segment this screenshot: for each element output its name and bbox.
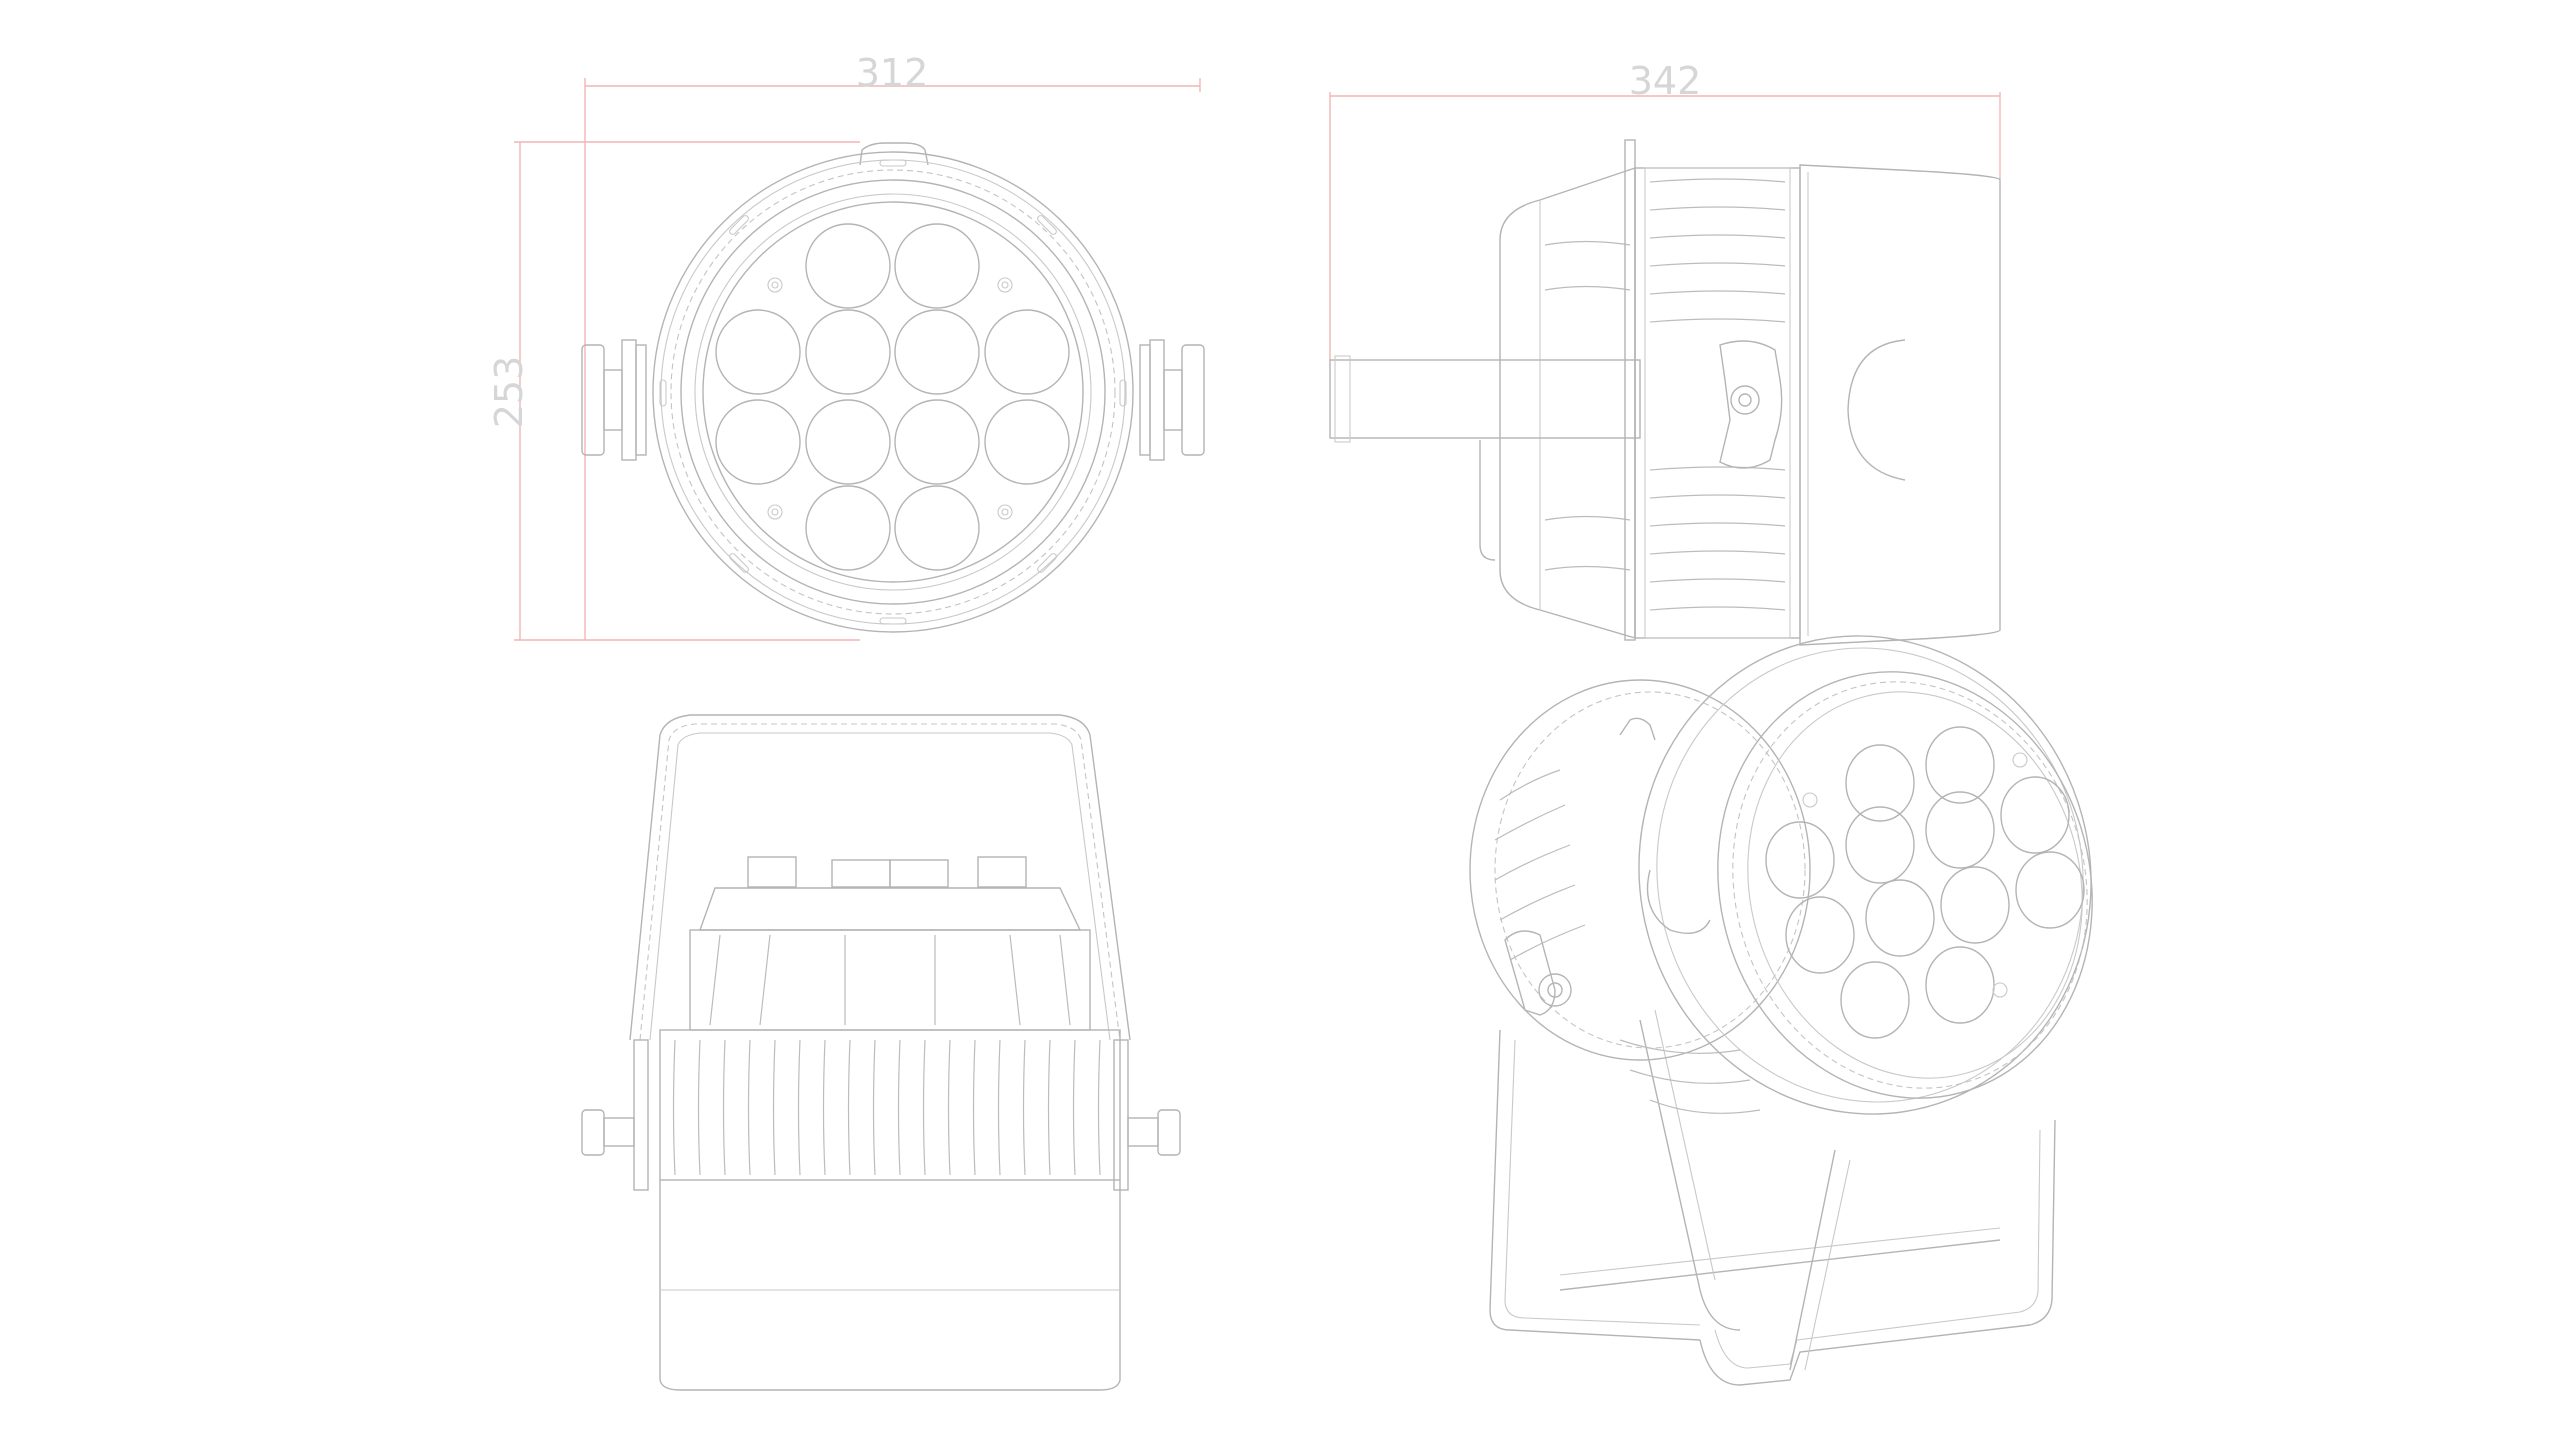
- perspective-knob: [1504, 930, 1572, 1016]
- front-view: 312 253: [487, 51, 1205, 641]
- side-knob: [1719, 340, 1783, 469]
- bottom-view: [581, 714, 1181, 1391]
- perspective-cooling-fins: [1494, 769, 1761, 1114]
- height-dimension-label: 253: [487, 356, 531, 429]
- side-view: 342: [1329, 59, 2001, 646]
- dimension-height-front: 253: [487, 141, 860, 641]
- side-cooling-fins: [1649, 178, 1786, 611]
- perspective-view: [1469, 635, 2093, 1386]
- depth-dimension-label: 342: [1629, 59, 1702, 103]
- width-dimension-label: 312: [856, 51, 929, 95]
- dimension-width-front: 312: [584, 51, 1201, 640]
- dimension-depth-side: 342: [1329, 59, 2001, 360]
- bottom-cooling-fins: [672, 1039, 1101, 1176]
